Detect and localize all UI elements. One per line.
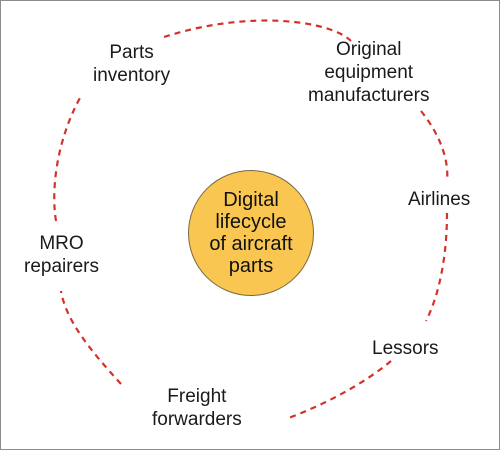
stakeholder-mro-repairers: MRO repairers	[24, 232, 99, 278]
freight-forwarders-line-2: forwarders	[152, 409, 242, 430]
center-line-4: parts	[228, 255, 274, 277]
center-line-2: lifecycle	[215, 211, 287, 233]
stakeholder-freight-forwarders: Freight forwarders	[152, 385, 242, 431]
mro-repairers-line-1: MRO	[39, 233, 84, 254]
ring-dashed-path	[53, 19, 449, 421]
stakeholder-airlines: Airlines	[408, 188, 470, 211]
oem-line-3: manufacturers	[308, 85, 430, 106]
stakeholder-lessors: Lessors	[372, 337, 439, 360]
oem-line-1: Original	[335, 39, 402, 60]
stakeholder-parts-inventory: Parts inventory	[93, 41, 170, 87]
oem-line-2: equipment	[324, 62, 414, 83]
mro-repairers-line-2: repairers	[24, 256, 99, 277]
stakeholder-oem: Original equipment manufacturers	[308, 38, 429, 107]
parts-inventory-line-1: Parts	[109, 42, 154, 63]
airlines-line-1: Airlines	[408, 189, 471, 210]
lessors-line-1: Lessors	[372, 338, 439, 359]
freight-forwarders-line-1: Freight	[167, 386, 227, 407]
center-line-3: of aircraft	[209, 233, 293, 255]
parts-inventory-line-2: inventory	[93, 65, 171, 86]
center-hub: Digital lifecycle of aircraft parts	[188, 170, 314, 296]
center-line-1: Digital	[223, 189, 279, 211]
center-hub-text: Digital lifecycle of aircraft parts	[209, 189, 292, 277]
